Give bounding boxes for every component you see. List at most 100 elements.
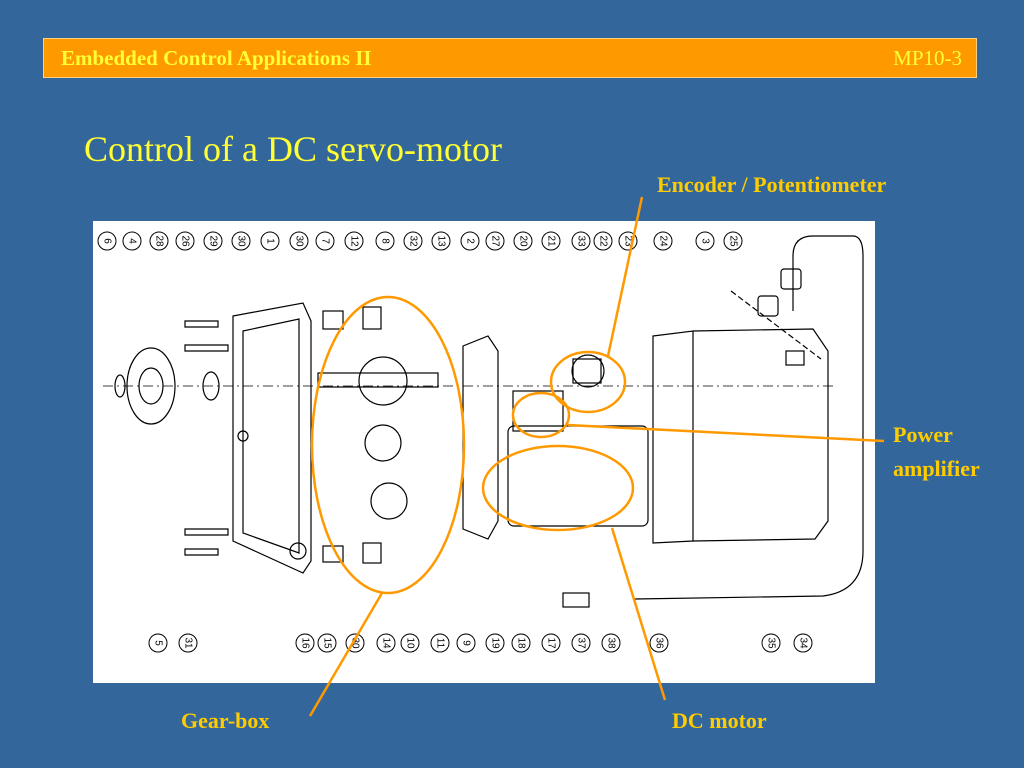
part-number-label: 26 xyxy=(180,235,191,247)
part-callout-circle xyxy=(653,231,673,251)
part-callout-circle xyxy=(344,231,364,251)
cable xyxy=(632,235,864,600)
part-number-label: 31 xyxy=(183,637,194,649)
part-callout-circle xyxy=(231,231,251,251)
header-bar: Embedded Control Applications II MP10-3 xyxy=(43,38,977,78)
part-number-label: 8 xyxy=(380,238,391,244)
part-callout-circle xyxy=(695,231,715,251)
part-number-label: 22 xyxy=(598,235,609,247)
part-callout-circle xyxy=(97,231,117,251)
part-number-label: 5 xyxy=(153,640,164,646)
gear-small xyxy=(370,482,408,520)
part-callout-circle xyxy=(485,231,505,251)
housing-hole xyxy=(237,430,249,442)
part-number-label: 1 xyxy=(265,238,276,244)
housing-boss xyxy=(289,542,307,560)
part-number-label: 34 xyxy=(798,637,809,649)
part-callout-circle xyxy=(593,231,613,251)
part-number-label: 27 xyxy=(490,235,501,247)
assembly-line xyxy=(730,290,822,360)
part-number-label: 36 xyxy=(654,637,665,649)
part-number-label: 9 xyxy=(461,640,472,646)
part-callout-circle xyxy=(149,231,169,251)
part-callout-circle xyxy=(456,633,476,653)
part-number-label: 28 xyxy=(154,235,165,247)
screw xyxy=(184,548,219,556)
part-number-label: 38 xyxy=(606,637,617,649)
outer-case xyxy=(692,328,829,542)
part-number-label: 11 xyxy=(435,638,446,649)
part-callout-circle xyxy=(541,633,561,653)
part-number-label: 30 xyxy=(350,637,361,649)
part-number-label: 35 xyxy=(766,637,777,649)
encoder-disc xyxy=(571,354,605,388)
part-callout-circle xyxy=(315,231,335,251)
part-number-label: 23 xyxy=(623,235,634,247)
nut xyxy=(757,295,779,317)
power-amplifier-highlight xyxy=(511,391,571,439)
part-callout-circle xyxy=(571,231,591,251)
part-callout-circle xyxy=(601,633,621,653)
label-encoder: Encoder / Potentiometer xyxy=(657,172,887,197)
gearbox-highlight xyxy=(310,295,466,595)
screw xyxy=(184,344,229,352)
part-number-label: 21 xyxy=(546,235,557,247)
part-number-label: 30 xyxy=(294,235,305,247)
part-number-label: 17 xyxy=(546,637,557,649)
label-gearbox: Gear-box xyxy=(181,708,270,733)
nut xyxy=(780,268,802,290)
part-number-label: 32 xyxy=(408,235,419,247)
flange-hub xyxy=(138,367,164,405)
part-number-label: 6 xyxy=(102,238,113,244)
slide-title: Control of a DC servo-motor xyxy=(84,129,502,169)
part-number-label: 12 xyxy=(349,235,360,247)
part-callout-circle xyxy=(122,231,142,251)
gear-medium xyxy=(364,424,402,462)
part-callout-circle xyxy=(178,633,198,653)
part-callout-circle xyxy=(431,231,451,251)
part-number-label: 14 xyxy=(381,637,392,649)
part-callout-circle xyxy=(649,633,669,653)
slide-code: MP10-3 xyxy=(893,46,962,70)
drawing-parts xyxy=(103,235,864,608)
part-number-label: 25 xyxy=(728,235,739,247)
part-number-label: 19 xyxy=(490,637,501,649)
motor-plate xyxy=(462,335,499,540)
gear-housing xyxy=(232,302,312,574)
part-callout-circle xyxy=(485,633,505,653)
part-callout-circle xyxy=(148,633,168,653)
screw xyxy=(184,320,219,328)
part-callout-circle xyxy=(295,633,315,653)
fitting xyxy=(785,350,805,366)
gear-large xyxy=(358,356,408,406)
gear-housing-inner xyxy=(242,318,300,554)
part-callout-circle xyxy=(317,633,337,653)
part-callout-circle xyxy=(289,231,309,251)
part-number-label: 3 xyxy=(700,238,711,244)
part-callout-circle xyxy=(723,231,743,251)
part-number-label: 16 xyxy=(300,637,311,649)
part-callout-circle xyxy=(541,231,561,251)
part-number-label: 29 xyxy=(208,235,219,247)
encoder-leader xyxy=(606,196,644,357)
part-callout-circle xyxy=(203,231,223,251)
part-number-label: 15 xyxy=(322,637,333,649)
bearing xyxy=(362,306,382,330)
part-number-label: 13 xyxy=(436,235,447,247)
power-amplifier-leader xyxy=(567,423,885,443)
part-callout-circle xyxy=(761,633,781,653)
part-number-label: 33 xyxy=(576,235,587,247)
encoder-highlight xyxy=(549,350,627,414)
part-callout-circle xyxy=(376,633,396,653)
bushing xyxy=(202,371,220,401)
flange xyxy=(126,347,176,425)
part-callout-circle xyxy=(571,633,591,653)
part-callout-circle xyxy=(400,633,420,653)
output-shaft xyxy=(317,372,439,388)
dc-motor-highlight xyxy=(481,444,635,532)
label-power-line2: amplifier xyxy=(893,456,980,481)
washer xyxy=(114,374,126,398)
